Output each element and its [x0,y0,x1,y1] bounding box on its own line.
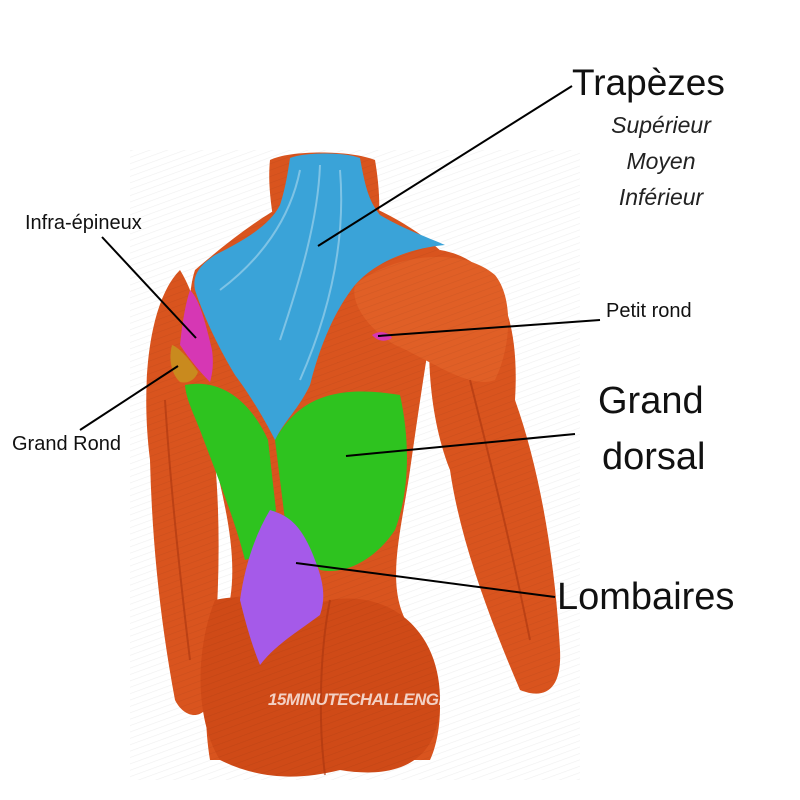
infraspinatus-shape [180,290,213,382]
label-infra-epineux: Infra-épineux [25,212,142,234]
label-grand-dorsal-line2: dorsal [602,436,706,478]
teres-major-shape [170,345,198,383]
trapezius-shape [194,153,445,440]
lumbar-shape [240,510,324,665]
arm-line-right [469,379,531,641]
label-superieur: Supérieur [611,112,711,138]
label-trapezes: Trapèzes [572,62,725,103]
label-grand-rond: Grand Rond [12,433,121,455]
leader-grand-rond [79,365,179,431]
latissimus-dorsi-shape [185,383,407,571]
label-moyen: Moyen [626,148,696,174]
leader-grand-dorsal [345,433,576,457]
arm-line-left [164,399,191,661]
leader-lines [79,85,601,598]
leader-petit-rond [377,319,601,337]
watermark: 15MINUTECHALLENGE [268,690,450,709]
trapezius-fibers [219,164,343,381]
label-lombaires: Lombaires [557,576,735,618]
glute-line [319,599,331,776]
label-petit-rond: Petit rond [606,300,692,322]
leader-infra-epineux [101,236,197,339]
leader-lombaires [295,562,556,598]
leader-trapezes [317,85,573,247]
label-inferieur: Inférieur [618,184,704,210]
label-grand-dorsal-line1: Grand [598,380,704,422]
